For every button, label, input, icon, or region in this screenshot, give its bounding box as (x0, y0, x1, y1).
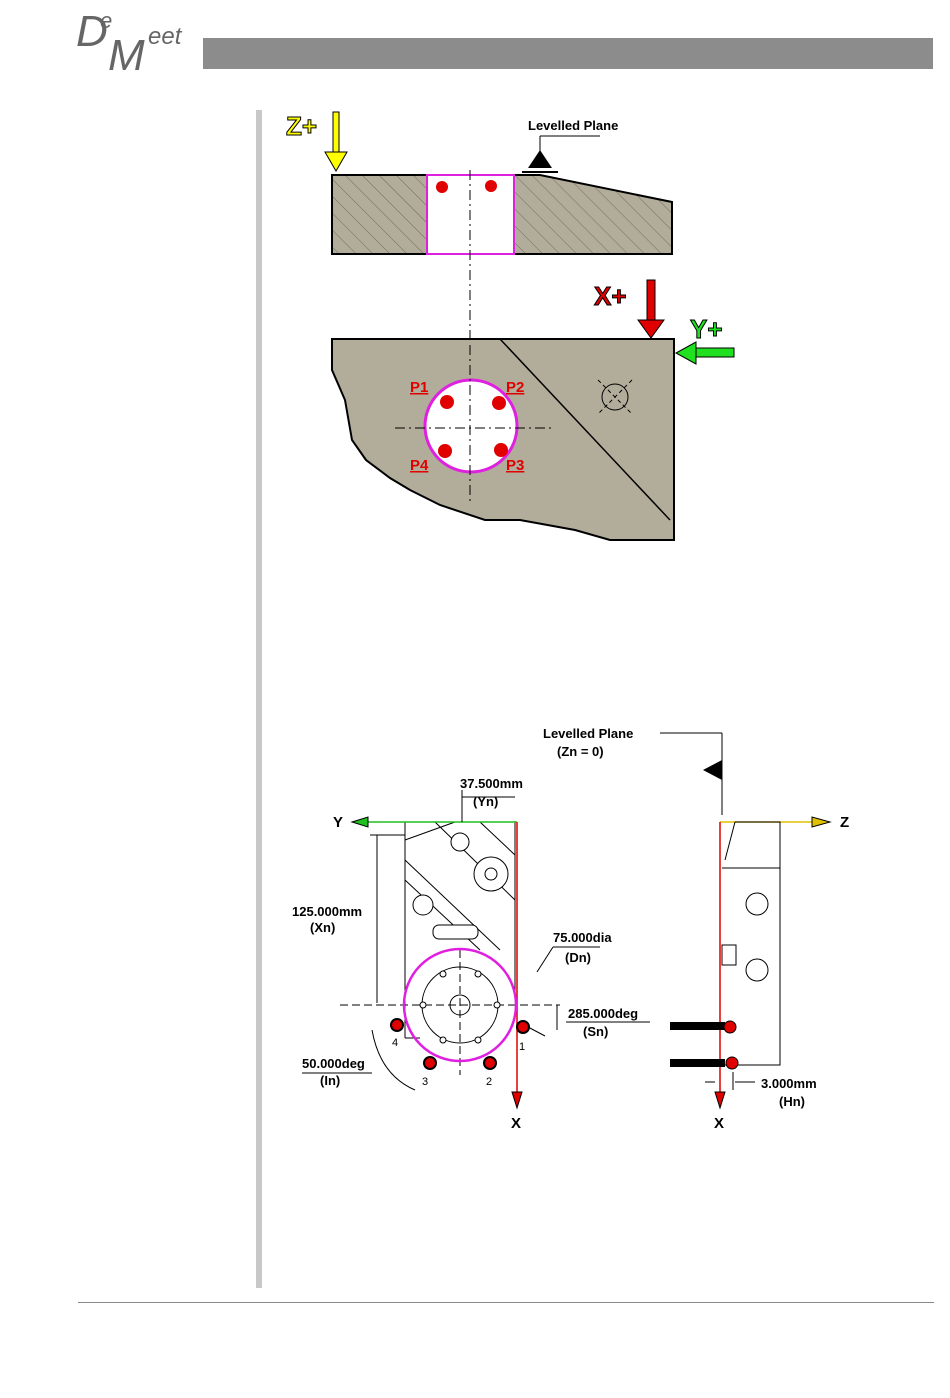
levelled-plane-label: Levelled Plane (528, 118, 618, 133)
dn-label: (Dn) (565, 950, 591, 965)
hole-number-1: 1 (519, 1041, 525, 1053)
probe-point-p2 (492, 396, 506, 410)
axis-x-label-left: X (511, 1115, 521, 1132)
y-plus-label: Y+ (690, 314, 723, 344)
probe-hole-2 (484, 1057, 496, 1069)
probe-point-p3 (494, 443, 508, 457)
sn-value: 285.000deg (568, 1006, 638, 1021)
point-label-p3: P3 (506, 457, 524, 474)
xn-value: 125.000mm (292, 904, 362, 919)
axis-x-label-right: X (714, 1115, 724, 1132)
probe-hole-1 (517, 1021, 529, 1033)
probe-hole-4 (391, 1019, 403, 1031)
in-value: 50.000deg (302, 1056, 365, 1071)
figure-dimensions: Levelled Plane (Zn = 0) Y X 37.500mm (Yn… (280, 720, 870, 1140)
axis-z-label: Z (840, 814, 849, 831)
probe-point-p4 (438, 444, 452, 458)
levelled-plane-marker (528, 150, 552, 168)
zn-label: (Zn = 0) (557, 744, 604, 759)
xn-label: (Xn) (310, 920, 335, 935)
header-bar (203, 38, 933, 69)
figure-probe-points: Z+ Levelled Plane P1 P2 P3 P4 X+ Y+ (270, 105, 750, 550)
logo-letter-m: M (108, 31, 145, 74)
probe-point-p1 (440, 395, 454, 409)
hole-number-3: 3 (422, 1076, 428, 1088)
axis-y-label: Y (333, 814, 343, 831)
logo-letter-e: e (100, 8, 112, 33)
point-label-p4: P4 (410, 457, 429, 474)
in-label: (In) (320, 1073, 340, 1088)
side-view-part (670, 817, 830, 1108)
probe-hole-3 (424, 1057, 436, 1069)
levelled-plane-marker-2 (703, 760, 722, 780)
probe-point (485, 180, 497, 192)
sn-label: (Sn) (583, 1024, 608, 1039)
probe-point (436, 181, 448, 193)
point-label-p1: P1 (410, 379, 428, 396)
yn-label: (Yn) (473, 794, 498, 809)
x-plus-label: X+ (594, 281, 627, 311)
x-plus-arrow (638, 280, 664, 338)
demeet-logo: D e M eet (76, 4, 206, 74)
z-plus-arrow (325, 112, 347, 171)
z-plus-label: Z+ (286, 111, 317, 141)
hn-value: 3.000mm (761, 1076, 817, 1091)
yn-value: 37.500mm (460, 776, 523, 791)
hole-number-4: 4 (392, 1037, 398, 1049)
logo-letters-eet: eet (148, 23, 183, 50)
left-margin-rule (256, 110, 262, 1288)
y-plus-arrow (676, 342, 734, 364)
levelled-plane-label-2: Levelled Plane (543, 726, 633, 741)
y-axis-arrowhead (352, 817, 368, 827)
point-label-p2: P2 (506, 379, 524, 396)
plan-bore (425, 380, 517, 472)
hole-number-2: 2 (486, 1076, 492, 1088)
footer-rule (78, 1302, 934, 1303)
dn-value: 75.000dia (553, 930, 612, 945)
hn-label: (Hn) (779, 1094, 805, 1109)
